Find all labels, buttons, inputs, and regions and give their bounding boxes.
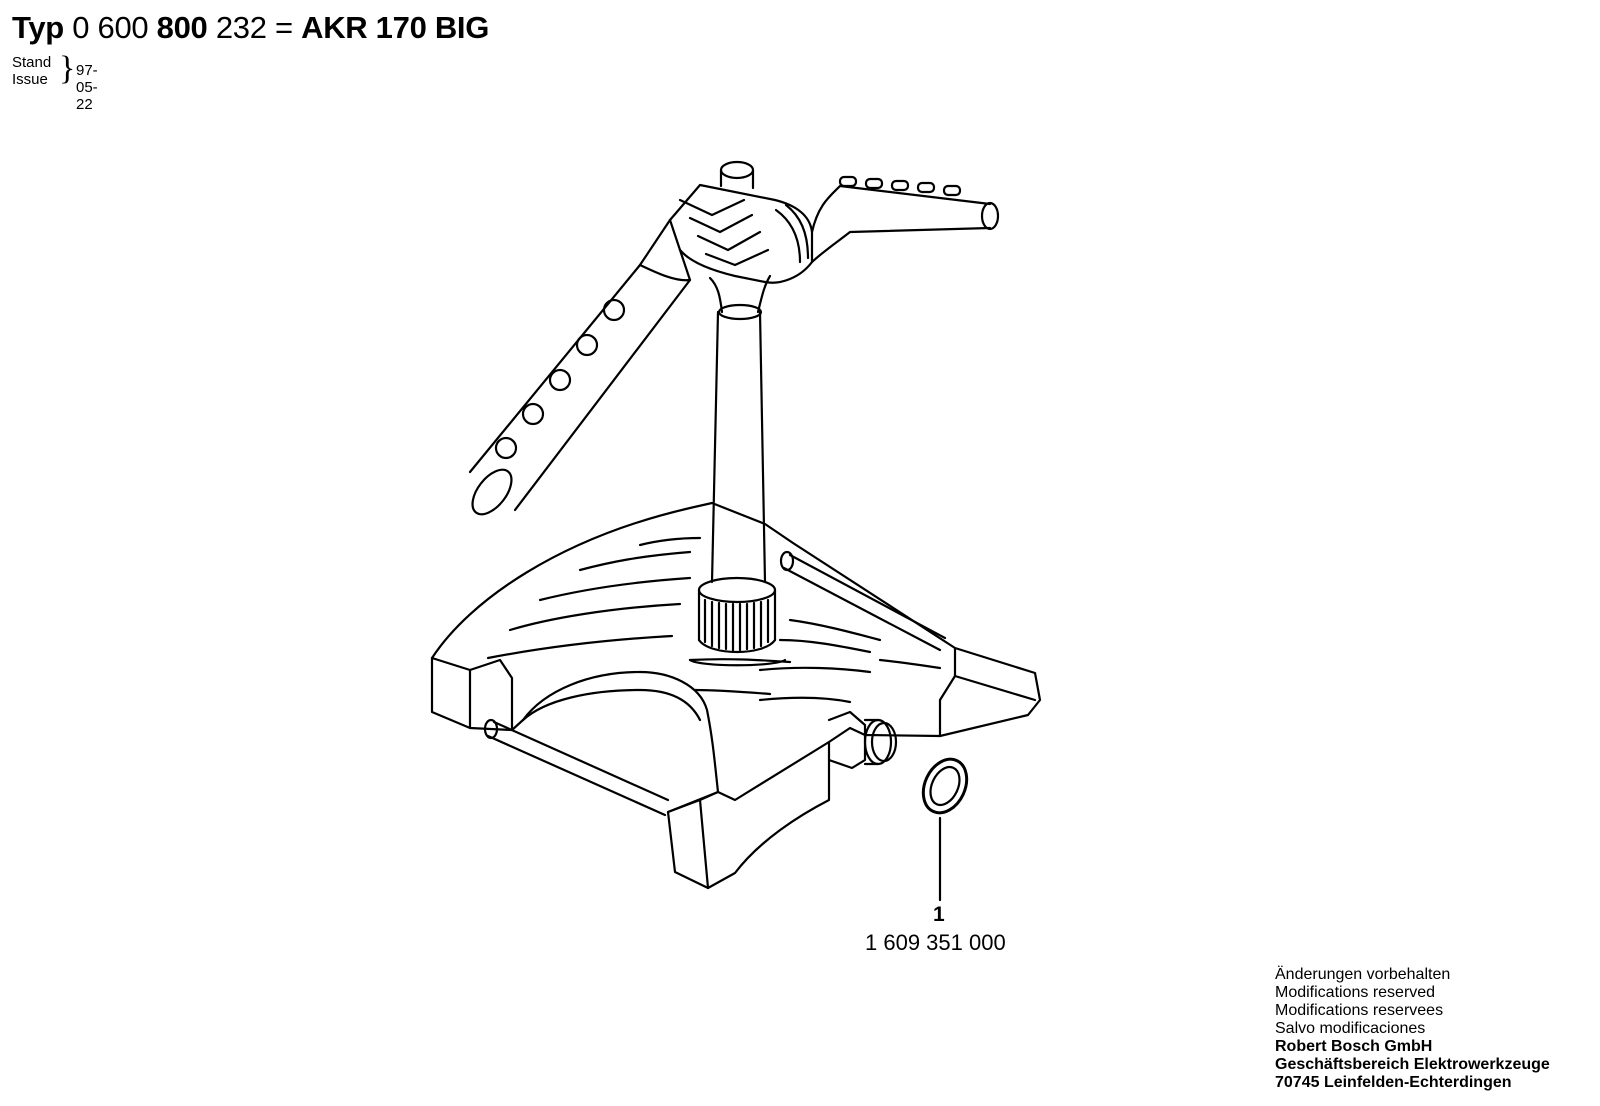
typ-label: Typ [12, 10, 64, 45]
notice-german: Änderungen vorbehalten [1275, 966, 1451, 983]
type-number-prefix: 0 600 [72, 10, 149, 45]
part-number-label: 1 609 351 000 [865, 930, 1006, 955]
stand-label: Stand [12, 54, 52, 71]
hose-connector [827, 710, 898, 770]
company-division: Geschäftsbereich Elektrowerkzeuge [1275, 1056, 1550, 1073]
type-number-middle: 800 [156, 10, 208, 45]
sprinkler-head [668, 160, 814, 284]
equals-sign: = [274, 10, 293, 45]
o-ring-seal [921, 757, 969, 815]
company-address: 70745 Leinfelden-Echterdingen [1275, 1074, 1512, 1091]
notice-english: Modifications reserved [1275, 984, 1436, 1001]
notice-french: Modifications reservees [1275, 1002, 1444, 1019]
legal-footer: Änderungen vorbehalten Modifications res… [1275, 966, 1550, 1092]
sprinkler-stem [708, 274, 772, 584]
notice-spanish: Salvo modificaciones [1275, 1020, 1426, 1037]
page-title: Typ 0 600 800 232 = AKR 170 BIG [12, 10, 489, 46]
company-name: Robert Bosch GmbH [1275, 1038, 1433, 1055]
stem-nut [688, 576, 787, 667]
type-number-suffix: 232 [215, 10, 267, 45]
issue-date: 97-05-22 [76, 62, 98, 113]
sprinkler-base [430, 501, 1042, 890]
part-position-number: 1 [933, 903, 945, 926]
left-sprinkler-arm [468, 218, 692, 516]
model-name: AKR 170 BIG [301, 10, 490, 45]
drawing-header: Typ 0 600 800 232 = AKR 170 BIG [12, 10, 489, 46]
right-sprinkler-arm [810, 175, 1000, 264]
issue-label: Issue [12, 71, 48, 88]
brace-icon: } [59, 50, 76, 87]
